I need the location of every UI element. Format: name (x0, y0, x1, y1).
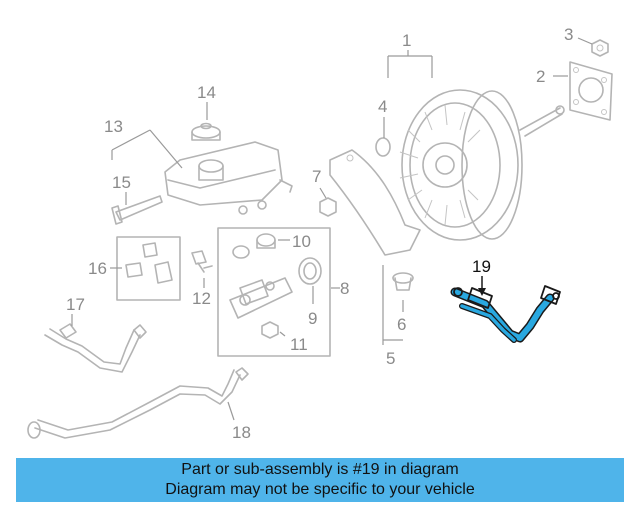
callout-10: 10 (292, 232, 311, 251)
callout-9: 9 (308, 309, 317, 328)
callout-14: 14 (197, 83, 216, 102)
callout-12: 12 (192, 289, 211, 308)
brake-hose-18 (27, 323, 249, 439)
callout-3: 3 (564, 25, 573, 44)
reservoir-cap (191, 122, 221, 141)
callout-8: 8 (340, 279, 349, 298)
callout-16: 16 (88, 259, 107, 278)
callout-7: 7 (312, 167, 321, 186)
brake-booster (399, 89, 565, 241)
master-cylinder-box (217, 227, 331, 357)
callout-15: 15 (112, 173, 131, 192)
heat-shield (329, 149, 421, 256)
info-banner: Part or sub-assembly is #19 in diagram D… (16, 458, 624, 502)
banner-line-1: Part or sub-assembly is #19 in diagram (181, 461, 459, 478)
nut (591, 39, 609, 57)
callout-6: 6 (397, 315, 406, 334)
callout-2: 2 (536, 67, 545, 86)
gasket-plate (569, 61, 613, 121)
callout-19: 19 (472, 257, 491, 276)
nut-7 (319, 197, 337, 217)
callout-5: 5 (386, 349, 395, 368)
callout-13: 13 (104, 117, 123, 136)
bolt (191, 250, 213, 273)
vacuum-hose-19 (450, 285, 561, 343)
brake-fluid-reservoir (164, 141, 293, 215)
grommet (392, 272, 414, 291)
callout-18: 18 (232, 423, 251, 442)
seal (375, 137, 391, 157)
callout-4: 4 (378, 97, 387, 116)
banner-line-2: Diagram may not be specific to your vehi… (165, 481, 475, 498)
callout-1: 1 (402, 31, 411, 50)
callout-labels: 1 2 3 4 5 6 7 8 9 10 11 12 13 14 15 16 1… (66, 25, 573, 442)
leader-lines (71, 37, 593, 421)
callout-11: 11 (290, 335, 308, 354)
callout-17: 17 (66, 295, 85, 314)
sensor-group-box (116, 236, 181, 301)
pin (111, 195, 163, 225)
